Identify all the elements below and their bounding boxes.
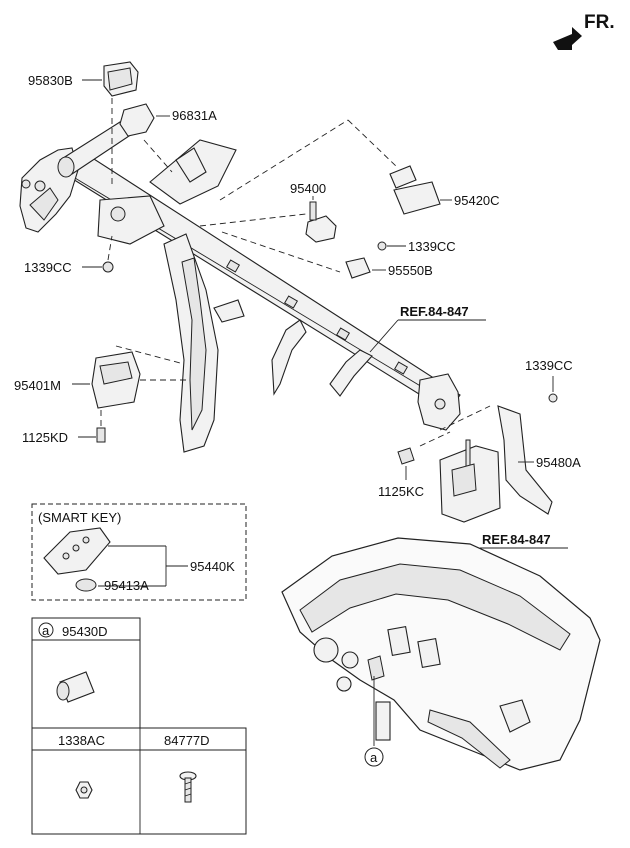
circle-a-marker-label: a — [370, 750, 378, 765]
part-95550b[interactable]: 95550B — [345, 257, 433, 279]
smart-key-group[interactable]: (SMART KEY) 95440K 95413A — [31, 503, 247, 601]
part-1339cc-left[interactable]: 1339CC — [24, 235, 114, 275]
part-95480a[interactable]: 95480A — [419, 405, 581, 523]
label-1339cc-left: 1339CC — [24, 260, 72, 275]
ref-label-lower: REF.84-847 — [482, 532, 551, 547]
circle-a-marker[interactable]: a — [364, 747, 384, 767]
cell-84777d[interactable]: 84777D — [164, 733, 210, 803]
part-1339cc-upper[interactable]: 1339CC — [377, 239, 456, 254]
label-95413a: 95413A — [104, 578, 149, 593]
label-95830b: 95830B — [28, 73, 73, 88]
battery-icon — [75, 578, 97, 592]
cell-top-marker: a — [42, 623, 50, 638]
cell-95430d[interactable]: a 95430D — [38, 622, 108, 703]
label-95420c: 95420C — [454, 193, 500, 208]
part-95830b[interactable]: 95830B — [28, 61, 139, 188]
part-1339cc-right[interactable]: 1339CC — [525, 358, 573, 403]
cell-left-label: 1338AC — [58, 733, 105, 748]
fr-label: FR. — [584, 12, 615, 33]
smart-key-title: (SMART KEY) — [38, 510, 121, 525]
ref-84-847-upper[interactable]: REF.84-847 — [369, 304, 486, 353]
part-1125kc[interactable]: 1125KC — [378, 447, 424, 499]
part-table — [31, 617, 247, 835]
part-96831a[interactable]: 96831A — [119, 103, 217, 173]
label-95480a: 95480A — [536, 455, 581, 470]
crash-pad-illustration — [281, 537, 601, 771]
cell-right-label: 84777D — [164, 733, 210, 748]
label-95550b: 95550B — [388, 263, 433, 278]
part-95400[interactable]: 95400 — [290, 181, 337, 243]
part-95401m[interactable]: 95401M — [14, 345, 186, 409]
part-95420c[interactable]: 95420C — [389, 165, 500, 215]
cell-top-label: 95430D — [62, 624, 108, 639]
label-1125kd: 1125KD — [22, 430, 68, 445]
label-1339cc-upper: 1339CC — [408, 239, 456, 254]
fr-indicator: FR. — [553, 12, 615, 50]
ref-label-upper: REF.84-847 — [400, 304, 469, 319]
label-1125kc: 1125KC — [378, 484, 424, 499]
label-95440k: 95440K — [190, 559, 235, 574]
cell-1338ac[interactable]: 1338AC — [58, 733, 105, 799]
label-95401m: 95401M — [14, 378, 61, 393]
fr-arrow-icon — [553, 27, 582, 50]
label-1339cc-right: 1339CC — [525, 358, 573, 373]
part-1125kd[interactable]: 1125KD — [22, 410, 106, 445]
label-95400: 95400 — [290, 181, 326, 196]
cowl-cross-bar-assembly — [19, 121, 461, 453]
label-96831a: 96831A — [172, 108, 217, 123]
